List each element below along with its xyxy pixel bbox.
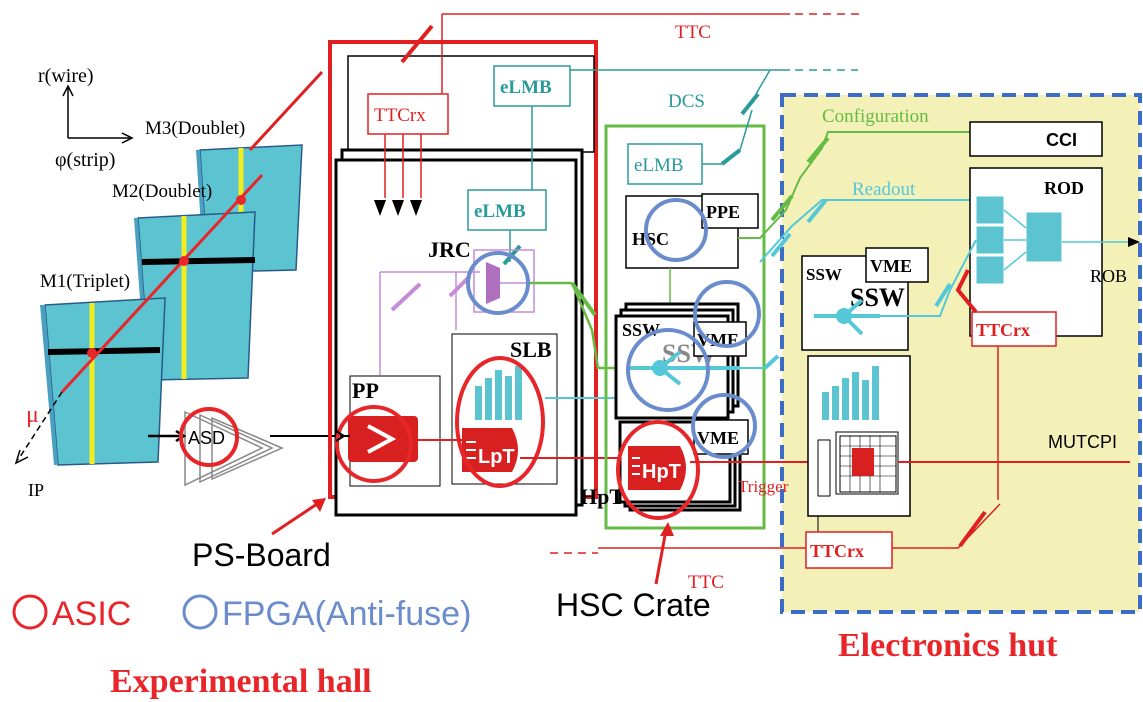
dcs-label: DCS [668,91,705,112]
ttcrx-down-arrows [374,200,422,216]
elmb-2-box [467,189,547,231]
lpt-asic-chip [462,428,518,472]
slb-bars-icon [475,366,522,420]
ttcrx-hut-1-box [971,311,1057,347]
legend-fpga-circle [182,594,218,630]
hpt-back-label: HpT [580,484,624,509]
pp-label: PP [352,378,379,403]
configuration-label: Configuration [822,106,929,127]
slb-asic-ellipse [455,356,545,488]
hsc-label: HSC [632,229,669,249]
sector-logic-bars-icon [822,366,879,420]
ttcrx-hut-2-label: TTCrx [810,541,864,561]
ttc-bottom-label: TTC [688,572,724,593]
rob-label: ROB [1090,266,1127,286]
ssw-small-label: SSW [622,320,660,340]
elmb-1-label: eLMB [500,77,552,98]
pp-asic-circle [335,405,413,483]
legend-asic-label: ASIC [52,595,131,633]
ps-board-label: PS-Board [192,537,331,573]
elmb-1-box [493,65,571,107]
pp-asic-chip [348,416,418,462]
sector-logic-matrix [835,431,899,495]
hpt-label: HpT [642,461,681,483]
m1-label: M1(Triplet) [40,271,130,292]
ppe-box [701,193,759,229]
hut-vme-label: VME [870,256,912,276]
cci-box [969,121,1103,157]
hsc-crate-frame [604,124,766,530]
chamber-m1 [40,297,166,466]
vme-1-fpga-circle [693,280,761,348]
asd-asic-circle [179,407,239,467]
lpt-label: LpT [478,446,515,468]
ppe-label: PPE [706,202,740,222]
legend-fpga-label: FPGA(Anti-fuse) [222,595,471,633]
jrc-label: JRC [428,237,471,262]
hpt-asic-ellipse [616,420,700,520]
elmb-3-label: eLMB [634,155,684,176]
asd-label: ASD [188,428,225,448]
ttc-top-label: TTC [675,22,711,43]
mutcpi-label: MUTCPI [1048,432,1117,452]
trigger-label: Trigger [738,477,789,496]
ssw-tree-icon [630,350,740,386]
hsc-crate-label: HSC Crate [556,587,711,623]
hut-ssw-tree-icon [814,298,880,336]
phi-strip-label: φ(strip) [55,149,115,171]
coordinate-axes [62,84,134,144]
jrc-fpga-circle [466,251,530,315]
hut-ssw-big-label: SSW [850,283,905,312]
slb-label: SLB [510,337,552,362]
elmb-3-box [627,143,703,185]
hut-vme-box [865,247,929,283]
ip-label: IP [28,480,44,500]
ps-board-pointer [271,498,326,536]
rod-label: ROD [1044,178,1084,198]
readout-label: Readout [852,179,916,200]
m2-label: M2(Doublet) [112,181,212,202]
m3-label: M3(Doublet) [145,118,245,139]
hpt-asic-chip [628,446,686,490]
ssw-fpga-circle [626,328,710,412]
ttcrx-hut-1-label: TTCrx [976,320,1030,340]
electronics-hut-label: Electronics hut [838,627,1058,664]
legend: ASIC FPGA(Anti-fuse) [12,594,471,633]
vme-2-label: VME [697,428,739,448]
ttcrx-hut-2-box [805,531,893,569]
hut-ssw-small-label: SSW [806,265,842,284]
elmb-2-label: eLMB [474,201,526,222]
hsc-crate-pointer [654,522,674,585]
legend-asic-circle [12,594,48,630]
cci-label: CCI [1046,130,1077,150]
ttcrx-ps-label: TTCrx [374,105,426,126]
vme-2-fpga-circle [691,393,757,459]
hsc-fpga-circle [644,198,708,262]
muon-track [14,70,324,465]
ttcrx-ps-box [367,93,449,135]
experimental-hall-label: Experimental hall [110,663,372,700]
r-wire-label: r(wire) [38,65,94,87]
jrc-mux [486,262,500,304]
mu-label: μ [26,402,39,428]
